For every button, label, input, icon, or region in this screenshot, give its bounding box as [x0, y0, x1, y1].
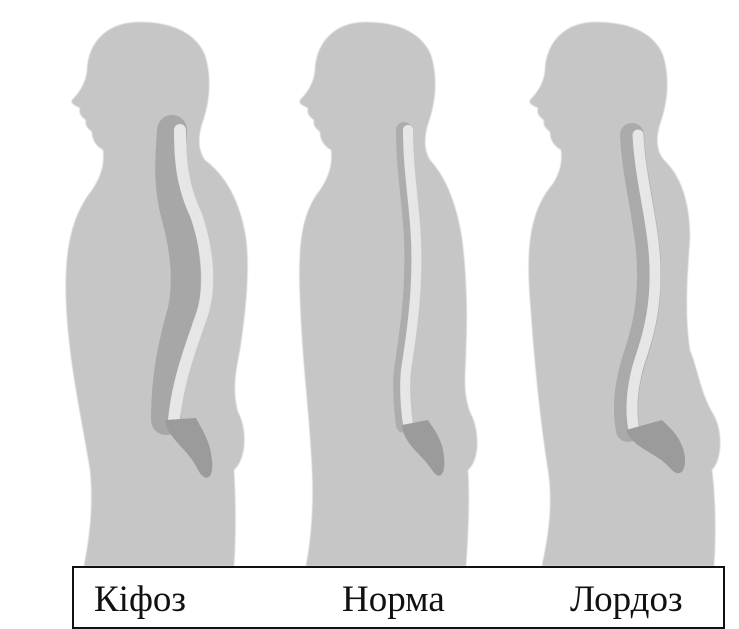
figure-lordosis — [529, 22, 721, 566]
body-silhouette-lordosis — [529, 22, 721, 566]
caption-normal: Норма — [342, 578, 445, 622]
body-silhouette-kyphosis — [66, 22, 248, 566]
figure-normal — [299, 22, 477, 566]
caption-kyphosis: Кіфоз — [94, 578, 186, 622]
body-silhouette-normal — [299, 22, 477, 566]
caption-lordosis: Лордоз — [570, 578, 683, 622]
figure-kyphosis — [66, 22, 248, 566]
caption-box: Кіфоз Норма Лордоз — [72, 566, 725, 629]
